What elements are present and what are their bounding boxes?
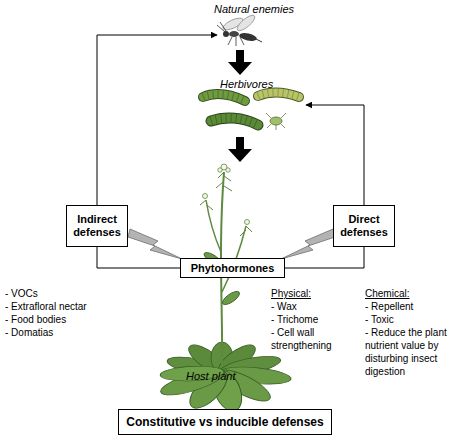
wasp-thorax (229, 31, 239, 37)
node-text: Indirect defenses (67, 213, 127, 239)
wasp-wing (235, 13, 257, 33)
list-item: - Reduce the plant nutrient value by dis… (365, 326, 470, 378)
trophic-arrow (228, 137, 252, 162)
aphid-legs (266, 113, 286, 130)
caterpillar-body (203, 94, 245, 101)
hormone-box: Phytohormones (180, 258, 285, 278)
list-item: - Cell wall strengthening (271, 326, 333, 352)
connector-line (285, 247, 364, 268)
summary-box: Constitutive vs inducible defenses (118, 409, 332, 435)
feedback-line (97, 35, 217, 205)
list-item: - Food bodies (5, 313, 125, 326)
caterpillar-body (258, 93, 299, 97)
wasp-ovipositor (256, 39, 262, 42)
rosette-leaf (155, 365, 230, 400)
connector-line (97, 247, 180, 268)
list-item: - VOCs (5, 287, 125, 300)
caterpillar-segments (203, 94, 245, 101)
caterpillar-outline (203, 94, 245, 101)
list-item: - Extrafloral nectar (5, 300, 125, 313)
node-text: Direct defenses (334, 213, 394, 239)
organism-label: Herbivores (220, 78, 300, 91)
list-heading: Physical: (271, 287, 351, 300)
caterpillar-body (211, 118, 258, 125)
caterpillar-segments (211, 118, 258, 125)
organism-label: Host plant (186, 370, 256, 383)
trophic-arrow (228, 50, 252, 75)
caterpillar-outline (211, 118, 258, 125)
flower (203, 194, 208, 199)
defense-box: Indirect defenses (66, 205, 128, 247)
flower (218, 168, 222, 172)
rosette (155, 342, 293, 413)
wasp-antennae (217, 22, 226, 32)
silique (200, 172, 252, 236)
list-item: - Wax (271, 300, 351, 313)
feedback-line (306, 105, 364, 205)
node-text: Phytohormones (191, 262, 275, 275)
node-text: Constitutive vs inducible defenses (126, 416, 323, 429)
organism-label: Natural enemies (214, 3, 304, 16)
defense-box: Direct defenses (333, 205, 395, 247)
caterpillar-outline (258, 93, 299, 97)
wasp-legs (228, 37, 244, 46)
list-item: - Trichome (271, 313, 351, 326)
list-heading: Chemical: (365, 287, 465, 300)
list-item: - Domatias (5, 326, 125, 339)
list-item: - Toxic (365, 313, 470, 326)
flower (245, 220, 250, 225)
caterpillar-segments (258, 93, 299, 97)
signal-bolt (281, 229, 335, 259)
wasp-head (223, 31, 229, 37)
signal-bolt (128, 229, 182, 259)
wasp-abdomen (238, 32, 257, 43)
flower (226, 168, 230, 172)
cauline-leaf (221, 289, 242, 307)
plant-branch (206, 200, 221, 252)
aphid-body (270, 117, 282, 125)
list-item: - Repellent (365, 300, 470, 313)
